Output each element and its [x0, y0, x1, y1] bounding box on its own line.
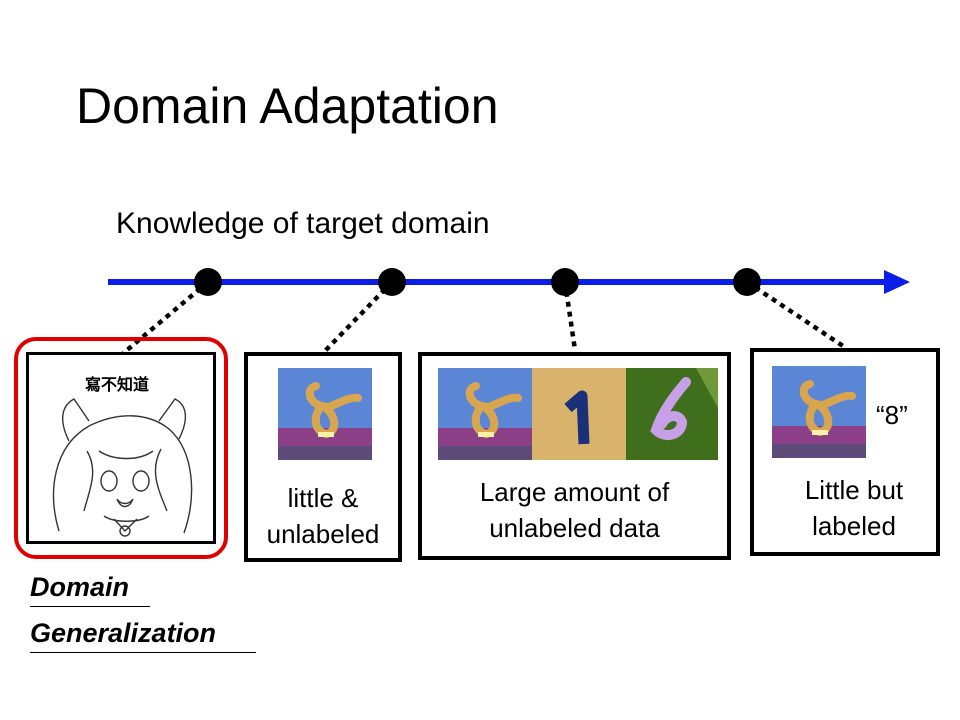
mnist-m-six-image-icon [626, 368, 718, 460]
digit-label: “8” [876, 400, 908, 430]
axis-arrowhead-icon [884, 270, 910, 294]
axis-label: Knowledge of target domain [116, 207, 490, 240]
axis-node-3 [551, 268, 579, 296]
domain-underline-2 [30, 652, 256, 653]
axis-node-4 [733, 268, 761, 296]
node-2-caption-line1: Large amount of [479, 477, 670, 507]
slide-title: Domain Adaptation [76, 78, 499, 134]
large-unlabeled-card: Large amount of unlabeled data [418, 352, 731, 560]
node-1-caption-line1: little & [287, 483, 359, 513]
domain-generalization-highlight [14, 337, 228, 559]
domain-generalization-line2: Generalization [30, 618, 217, 648]
mnist-m-eight-image-icon [772, 366, 866, 458]
axis-node-1 [194, 268, 222, 296]
connector-3 [745, 280, 848, 350]
little-labeled-card: “8” Little but labeled [750, 348, 940, 556]
axis-node-2 [378, 268, 406, 296]
domain-generalization-line1: Domain [30, 572, 130, 602]
domain-underline-1 [30, 606, 150, 607]
mnist-m-eight-image-icon [438, 368, 532, 460]
cat-ear-girl-illustration-icon [52, 398, 193, 537]
connector-1 [322, 280, 394, 354]
node-3-caption-line1: Little but [804, 475, 904, 505]
node-3-caption-line2: labeled [812, 511, 896, 541]
mnist-m-one-image-icon [532, 368, 626, 460]
node-2-caption-line2: unlabeled data [489, 513, 660, 543]
node-1-caption-line2: unlabeled [266, 519, 380, 549]
mnist-m-eight-image-icon [278, 368, 372, 460]
cartoon-caption: 寫不知道 [85, 375, 150, 394]
little-unlabeled-card: little & unlabeled [244, 352, 402, 562]
cartoon-card: 寫不知道 [26, 352, 216, 544]
